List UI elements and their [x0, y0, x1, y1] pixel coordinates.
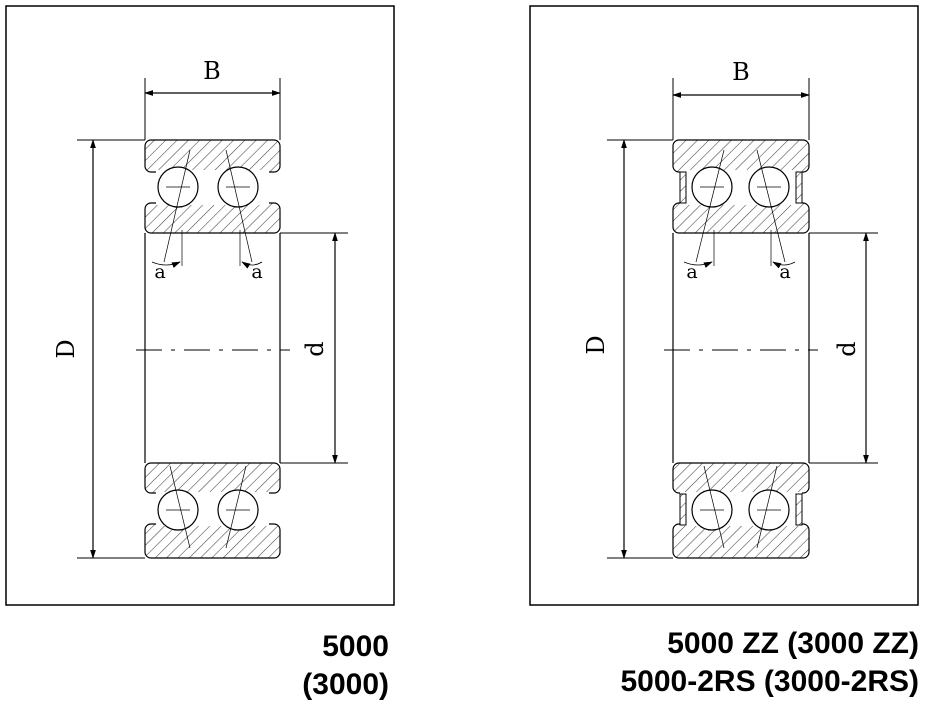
caption-shielded-bearing: 5000 ZZ (3000 ZZ) 5000-2RS (3000-2RS) [621, 625, 920, 701]
caption-open-bearing: 5000 (3000) [302, 628, 389, 704]
panel-right: B D d a a [529, 5, 919, 606]
shield [795, 171, 803, 204]
label-angle-left: a [154, 261, 165, 283]
contact-line [225, 149, 253, 263]
contact-line [163, 149, 191, 263]
bearing-upper-section [144, 139, 281, 269]
label-angle-left: a [686, 261, 697, 283]
panel-left: B D d a a [5, 5, 395, 606]
contact-line [756, 149, 786, 263]
shield [795, 493, 803, 526]
label-b: B [203, 57, 221, 85]
caption-line: 5000 [322, 630, 389, 663]
contact-line [703, 465, 725, 549]
inner-ring [672, 202, 810, 234]
caption-line: 5000-2RS (3000-2RS) [620, 665, 920, 698]
inner-ring [144, 202, 281, 234]
label-d-bore: d [301, 341, 329, 356]
contact-line [756, 465, 778, 549]
outer-ring [672, 523, 810, 559]
angle-arc [241, 261, 263, 269]
outer-ring [144, 523, 281, 559]
contact-line [225, 465, 247, 549]
inner-ring [672, 462, 810, 494]
angle-arc [683, 261, 713, 268]
shield [679, 493, 687, 526]
bearing-upper-section [672, 139, 810, 269]
angle-arc [151, 261, 181, 268]
label-d-outer: D [582, 335, 610, 354]
caption-line: (3000) [302, 668, 389, 701]
caption-line: 5000 ZZ (3000 ZZ) [667, 627, 919, 660]
angle-arc [772, 261, 796, 269]
label-b: B [732, 58, 750, 86]
bearing-lower-section [144, 462, 281, 559]
bearing-lower-section [672, 462, 810, 559]
label-d-outer: D [52, 339, 80, 358]
label-angle-right: a [779, 261, 790, 283]
contact-line [695, 149, 725, 263]
label-angle-right: a [251, 261, 262, 283]
label-d-bore: d [833, 341, 861, 356]
contact-line [169, 465, 191, 549]
shield [679, 171, 687, 204]
outer-ring [144, 139, 281, 173]
inner-ring [144, 462, 281, 494]
outer-ring [672, 139, 810, 173]
